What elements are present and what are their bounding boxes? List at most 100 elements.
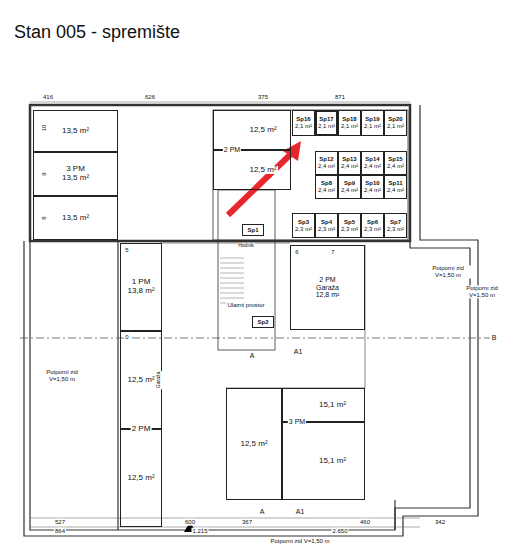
storage-room: Sp82,4 m² xyxy=(315,175,338,199)
plan-label: A1 xyxy=(293,348,304,356)
room: 15,1 m² xyxy=(282,388,365,422)
plan-label: B xyxy=(491,334,498,342)
room-label: Sp11 xyxy=(388,180,402,187)
plan-label: 2 PM xyxy=(131,425,152,434)
storage-room: Sp192,1 m² xyxy=(361,110,384,136)
plan-label: Garaža xyxy=(156,371,162,389)
storage-room: Sp162,1 m² xyxy=(292,110,315,136)
room-label: Sp7 xyxy=(390,219,401,226)
dimension-lines xyxy=(30,102,420,527)
room: 12,5 m² xyxy=(120,429,162,527)
storage-room: Sp72,3 m² xyxy=(384,213,407,238)
room-label: 2,4 m² xyxy=(387,163,404,170)
room: 2 PMGaraža12,8 m² xyxy=(290,245,365,330)
room-label: Sp19 xyxy=(365,116,379,123)
storage-room: Sp142,4 m² xyxy=(361,151,384,175)
pointer-arrow xyxy=(228,152,293,215)
room-label: 2,4 m² xyxy=(387,187,404,194)
room-label: 15,1 m² xyxy=(319,457,346,466)
storage-room: Sp42,3 m² xyxy=(315,213,338,238)
room-label: 2,4 m² xyxy=(364,187,381,194)
storage-room: Sp102,4 m² xyxy=(361,175,384,199)
room-label: Sp9 xyxy=(344,180,355,187)
storage-room: Sp122,4 m² xyxy=(315,151,338,175)
plan-label: 0 xyxy=(124,334,129,341)
plan-label: 8 xyxy=(41,215,48,220)
room: 12,5 m² xyxy=(226,388,282,500)
storage-room: Sp52,3 m² xyxy=(338,213,361,238)
plan-label: 2 PM xyxy=(223,146,241,154)
room: 15,1 m² xyxy=(282,422,365,500)
room-label: Sp20 xyxy=(388,116,402,123)
storage-room: Sp32,3 m² xyxy=(292,213,315,238)
room-label: 12,5 m² xyxy=(127,376,154,385)
room-label: Sp12 xyxy=(319,156,333,163)
plan-label: 367 xyxy=(241,519,253,526)
room-label: 12,5 m² xyxy=(240,440,267,449)
plan-label: 871 xyxy=(334,94,346,101)
plan-label: 6 xyxy=(294,249,299,256)
room-label: 2,3 m² xyxy=(387,226,404,233)
room-label: 2,4 m² xyxy=(341,163,358,170)
plan-label: 10 xyxy=(41,124,48,133)
room-label: 13,5 m² xyxy=(62,214,89,223)
room: 12,5 m² xyxy=(213,110,291,150)
plan-label: 9 xyxy=(41,171,48,176)
walls xyxy=(24,105,478,536)
plan-label: A xyxy=(249,352,256,360)
storage-room: Sp1 xyxy=(242,224,264,236)
room-label: 1 PM xyxy=(132,278,151,287)
storage-room: Sp132,4 m² xyxy=(338,151,361,175)
plan-label: Hodnik xyxy=(237,243,255,249)
room-label: Sp13 xyxy=(342,156,356,163)
room-label: Sp8 xyxy=(321,180,332,187)
room: 12,5 m² xyxy=(213,150,291,190)
stairs xyxy=(220,258,244,303)
plan-label: 342 xyxy=(434,519,446,526)
plan-label: Potporni zid V=1,50 m xyxy=(458,285,506,298)
room-label: 2,4 m² xyxy=(318,163,335,170)
room-label: Sp16 xyxy=(296,116,310,123)
room-label: Sp3 xyxy=(298,219,309,226)
plan-label: 375 xyxy=(257,94,269,101)
room-label: 2,1 m² xyxy=(364,123,381,130)
room-label: Sp2 xyxy=(257,319,268,326)
room-label: 2,3 m² xyxy=(341,226,358,233)
room-label: 3 PM xyxy=(66,165,85,174)
room-label: 2,4 m² xyxy=(318,187,335,194)
plan-label: 3 PM xyxy=(288,418,306,426)
storage-room: Sp2 xyxy=(252,316,274,328)
room-label: 12,5 m² xyxy=(248,166,277,175)
room-label: 12,5 m² xyxy=(248,126,277,135)
room-label: 13,8 m² xyxy=(127,287,154,296)
storage-room: Sp182,1 m² xyxy=(338,110,361,136)
room-label: 2,1 m² xyxy=(387,123,404,130)
room-label: 2,3 m² xyxy=(364,226,381,233)
room-label: 12,8 m² xyxy=(316,291,340,299)
plan-label: A xyxy=(259,508,266,516)
plan-label: 2.650 xyxy=(331,528,348,535)
storage-room: Sp152,4 m² xyxy=(384,151,407,175)
plan-label: Potporni zid V=1,50 m xyxy=(422,265,474,278)
room-label: 13,5 m² xyxy=(62,127,89,136)
storage-room: Sp62,3 m² xyxy=(361,213,384,238)
pointer-arrow-head xyxy=(283,141,301,161)
storage-room: Sp172,1 m² xyxy=(315,110,338,136)
storage-room: Sp202,1 m² xyxy=(384,110,407,136)
room-label: Garaža xyxy=(316,284,339,292)
plan-label: Potporni zid V=1,50 m xyxy=(259,538,341,545)
plan-label: 864 xyxy=(54,528,66,535)
plan-label: 626 xyxy=(144,94,156,101)
room-label: Sp6 xyxy=(367,219,378,226)
room-label: 2,1 m² xyxy=(318,123,335,130)
room-label: Sp14 xyxy=(365,156,379,163)
room-label: Sp4 xyxy=(321,219,332,226)
room-label: 2,4 m² xyxy=(341,187,358,194)
storage-room: Sp92,4 m² xyxy=(338,175,361,199)
plan-label: 7 xyxy=(330,249,335,256)
plan-label: Ulazni prostor xyxy=(226,302,265,309)
room-label: 2,1 m² xyxy=(295,123,312,130)
room-label: 2 PM xyxy=(319,276,335,284)
room-label: Sp10 xyxy=(365,180,379,187)
room-label: 2,4 m² xyxy=(364,163,381,170)
